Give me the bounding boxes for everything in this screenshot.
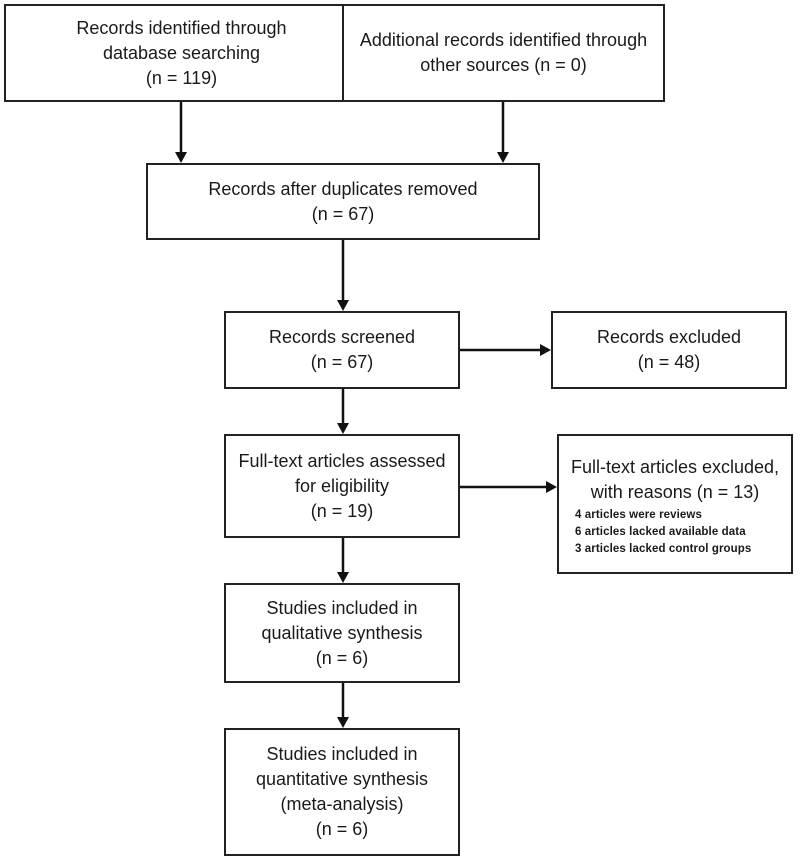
box-line: Records identified through [76,17,287,38]
arrow-screened-to-fulltext [337,389,349,434]
exclusion-reasons-list: 4 articles were reviews 6 articles lacke… [559,507,751,558]
arrow-other-sources-to-deduplicated [497,102,509,163]
quantitative-synthesis-box: Studies included in quantitative synthes… [224,728,460,856]
exclusion-reason: 3 articles lacked control groups [575,542,752,555]
box-line: Full-text articles assessed [238,450,446,471]
box-line: (n = 48) [637,352,701,372]
arrow-fulltext-to-qualitative [337,538,349,583]
box-line: (n = 6) [315,819,369,839]
records-identified-other-sources-box: Additional records identified through ot… [342,4,665,102]
box-line: qualitative synthesis [261,622,423,643]
box-line: database searching [102,42,261,63]
qualitative-synthesis-box: Studies included in qualitative synthesi… [224,583,460,683]
box-line: (meta-analysis) [280,794,404,814]
records-after-duplicates-box: Records after duplicates removed (n = 67… [146,163,540,240]
box-line: Records after duplicates removed [208,178,478,199]
box-line: Records excluded [596,327,742,347]
records-screened-box: Records screened (n = 67) [224,311,460,389]
box-line: Studies included in [266,744,418,764]
box-line: (n = 19) [310,500,374,521]
box-line: quantitative synthesis [255,769,429,789]
arrow-fulltext-to-excluded [460,481,557,493]
box-line: (n = 6) [315,647,369,668]
fulltext-assessed-box: Full-text articles assessed for eligibil… [224,434,460,538]
exclusion-reason: 4 articles were reviews [575,508,702,521]
box-line: Records screened [268,327,416,347]
box-line: Studies included in [266,597,418,618]
arrow-screened-to-excluded [460,344,551,356]
box-line: (n = 67) [310,352,374,372]
box-line: for eligibility [294,475,390,496]
box-line: other sources (n = 0) [420,55,587,75]
records-excluded-box: Records excluded (n = 48) [551,311,787,389]
box-line: Additional records identified through [359,30,648,50]
box-line: (n = 67) [311,203,375,224]
records-identified-database-box: Records identified through database sear… [4,4,359,102]
fulltext-excluded-box: Full-text articles excluded, with reason… [557,434,793,574]
arrow-qualitative-to-quantitative [337,683,349,728]
box-line: Full-text articles excluded, [570,456,780,477]
arrow-deduplicated-to-screened [337,240,349,311]
box-line: (n = 119) [145,67,218,88]
box-line: with reasons (n = 13) [590,481,760,502]
arrow-identified-db-to-deduplicated [175,102,187,163]
exclusion-reason: 6 articles lacked available data [575,525,746,538]
